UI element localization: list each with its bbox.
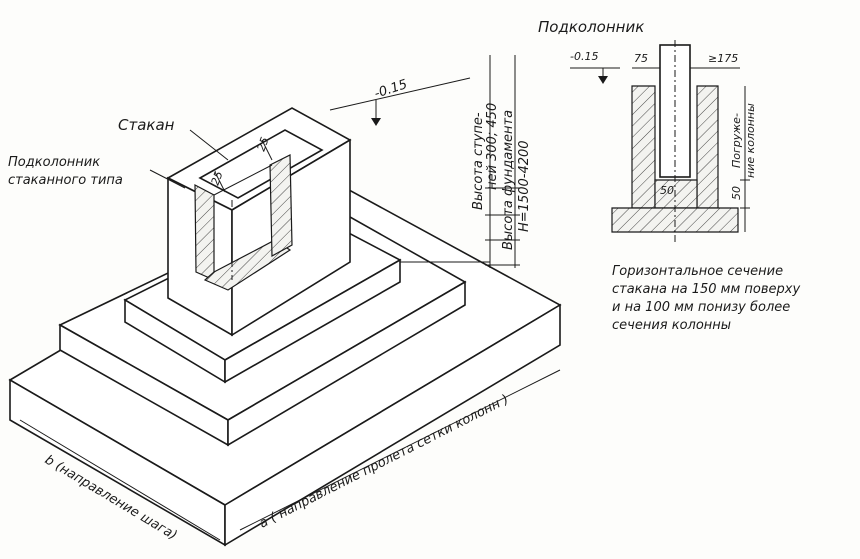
dim-25-b-leader [261,139,273,161]
note-line-3: и на 100 мм понизу более [612,300,790,315]
step-height-label-2: ней 300; 450 [485,103,500,190]
mark-leader [329,77,471,111]
section-wall-left [631,85,656,209]
socket-bottom [203,239,292,291]
socket-wall-right [269,154,293,258]
main-dimensions [19,55,561,541]
found-height-label-2: H=1500-4200 [517,140,532,232]
immersion-label-2: ние колонны [744,103,757,178]
middle-step-side [227,280,466,447]
dim-25-b-label: 25 [255,135,272,153]
mark-triangle [371,118,381,126]
podkolonnik-type-label-1: Подколонник [8,155,100,170]
note-line-1: Горизонтальное сечение [612,264,783,279]
dim-25-a-label: 25 [209,169,226,187]
note-line-4: сечения колонны [612,318,731,333]
found-height-label-1: Высота фундамента [501,110,516,250]
section-detail [570,40,750,245]
dim-50-outer-label: 50 [730,186,743,200]
podkolonnik-type-label-2: стаканного типа [8,173,123,188]
socket-wall-left [194,184,215,281]
section-mark-triangle [598,76,608,84]
section-mark-label: -0.15 [570,50,598,63]
step-height-label-1: Высота ступе- [471,112,486,210]
dim-25-a-leader [214,171,226,193]
section-wall-right [696,85,719,209]
mark-main-label: -0.15 [373,77,410,102]
podkolonnik-leader [149,169,186,189]
bottom-slab-side [224,303,561,547]
podkolonnik-title: Подколонник [538,18,644,36]
stakan-leader [189,129,229,161]
dim-175-label: ≥175 [708,52,738,65]
dir-a-line [239,369,561,531]
top-step-side [224,258,401,384]
column-stub [166,107,352,337]
dim-50-inner-label: 50 [660,184,674,197]
socket-opening [198,129,324,199]
immersion-label-1: Погруже- [730,113,743,168]
dir-b-line [19,419,221,541]
note-line-2: стакана на 150 мм поверху [612,282,800,297]
dim-75-label: 75 [634,52,648,65]
stakan-label: Стакан [118,116,175,134]
